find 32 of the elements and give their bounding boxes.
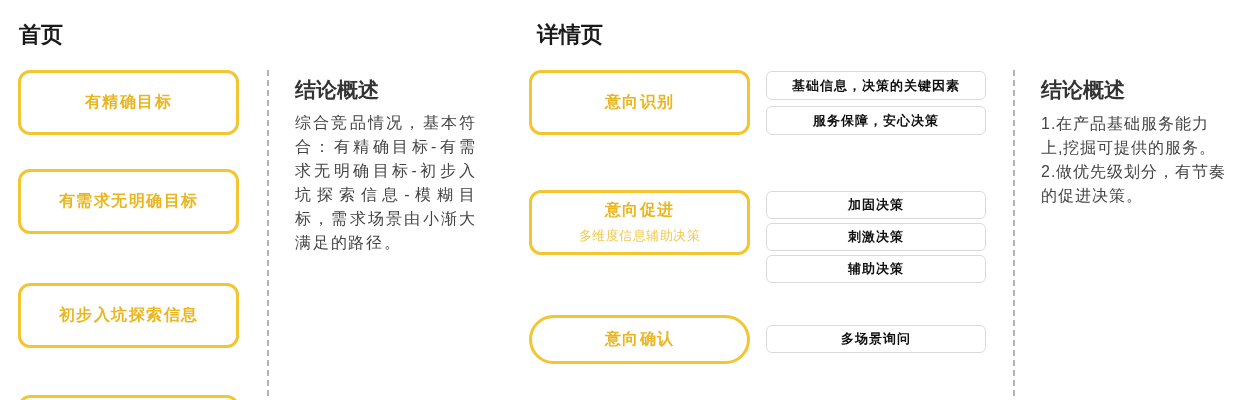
strategy-label: 辅助决策 — [848, 260, 904, 278]
summary-point: 2.做优先级划分，有节奏的促进决策。 — [1041, 162, 1227, 206]
summary-heading: 结论概述 — [295, 77, 379, 103]
stage-box — [18, 283, 239, 348]
strategy-box — [766, 255, 986, 283]
stage-subtitle: 多维度信息辅助决策 — [578, 228, 701, 245]
summary-point: 1.在产品基础服务能力上,挖掘可提供的服务。 — [1041, 114, 1218, 158]
summary-heading: 结论概述 — [1041, 77, 1125, 103]
stage-label: 有需求无明确目标 — [58, 191, 199, 211]
page-heading: 首页 — [19, 21, 63, 49]
strategy-box — [766, 223, 986, 251]
strategy-label: 服务保障，安心决策 — [813, 111, 939, 130]
strategy-box — [766, 106, 986, 135]
stage-box — [18, 70, 239, 135]
stage-label: 意向促进 — [604, 200, 675, 220]
strategy-box — [766, 71, 986, 100]
stage-label: 初步入坑探索信息 — [58, 305, 199, 325]
stage-label: 意向识别 — [604, 92, 675, 112]
page-heading: 详情页 — [537, 21, 603, 49]
stage-box — [18, 169, 239, 234]
strategy-label: 多场景询问 — [841, 330, 911, 348]
strategy-label: 加固决策 — [848, 196, 904, 214]
strategy-label: 基础信息，决策的关键因素 — [792, 76, 960, 95]
stage-label: 有精确目标 — [84, 92, 173, 112]
strategy-box — [766, 325, 986, 353]
stage-label: 意向确认 — [604, 329, 675, 349]
stage-box — [529, 190, 750, 255]
summary-paragraph: 综合竞品情况，基本符合：有精确目标-有需求无明确目标-初步入坑探索信息-模糊目标，需求场景由小渐大满足的路径。 — [295, 113, 477, 253]
stage-box — [529, 70, 750, 135]
strategy-label: 刺激决策 — [848, 228, 904, 246]
stage-box — [529, 315, 750, 364]
strategy-box — [766, 191, 986, 219]
